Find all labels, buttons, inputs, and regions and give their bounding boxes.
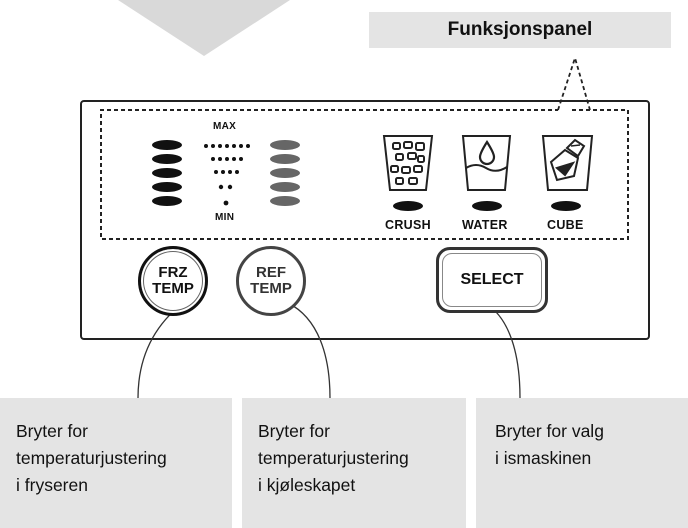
select-button[interactable]: SELECT [436,247,548,313]
description-line: temperaturjustering [16,448,167,468]
level-dot-scale [204,144,250,206]
crush-label: CRUSH [385,218,431,232]
display-area-dashed-outline [100,54,629,240]
fridge-temp-button-line2: TEMP [250,280,292,297]
description-line: temperaturjustering [258,448,409,468]
panel-title: Funksjonspanel [447,19,593,40]
description-line: i ismaskinen [495,448,592,468]
freezer-button-description: Bryter for temperaturjustering i frysere… [0,398,232,528]
crushed-ice-cup-icon [382,135,434,191]
freezer-level-indicators [152,140,182,206]
freezer-temp-button[interactable]: FRZ TEMP [138,246,208,316]
freezer-temp-button-line2: TEMP [152,280,194,297]
water-glass-icon [461,135,512,191]
control-panel [80,100,650,340]
select-button-label: SELECT [460,271,524,288]
fridge-temp-button-line1: REF [256,264,286,281]
freezer-temp-button-line1: FRZ [158,264,188,281]
description-line: i kjøleskapet [258,475,356,495]
crush-indicator [393,201,423,211]
min-label: MIN [215,212,235,223]
cube-label: CUBE [547,218,584,232]
fridge-button-description: Bryter for temperaturjustering i kjølesk… [242,398,466,528]
description-line: Bryter for valg [495,421,604,441]
fridge-level-indicators [270,140,300,206]
callout-leader-lines [137,302,521,399]
select-button-description: Bryter for valg i ismaskinen [476,398,688,528]
description-line: Bryter for [258,421,330,441]
panel-title-callout: Funksjonspanel [369,12,671,48]
ice-cube-glass-icon [541,135,594,191]
description-line: i fryseren [16,475,88,495]
water-indicator [472,201,502,211]
fridge-temp-button[interactable]: REF TEMP [236,246,306,316]
max-label: MAX [213,121,237,132]
description-line: Bryter for [16,421,88,441]
water-label: WATER [462,218,508,232]
cube-indicator [551,201,581,211]
